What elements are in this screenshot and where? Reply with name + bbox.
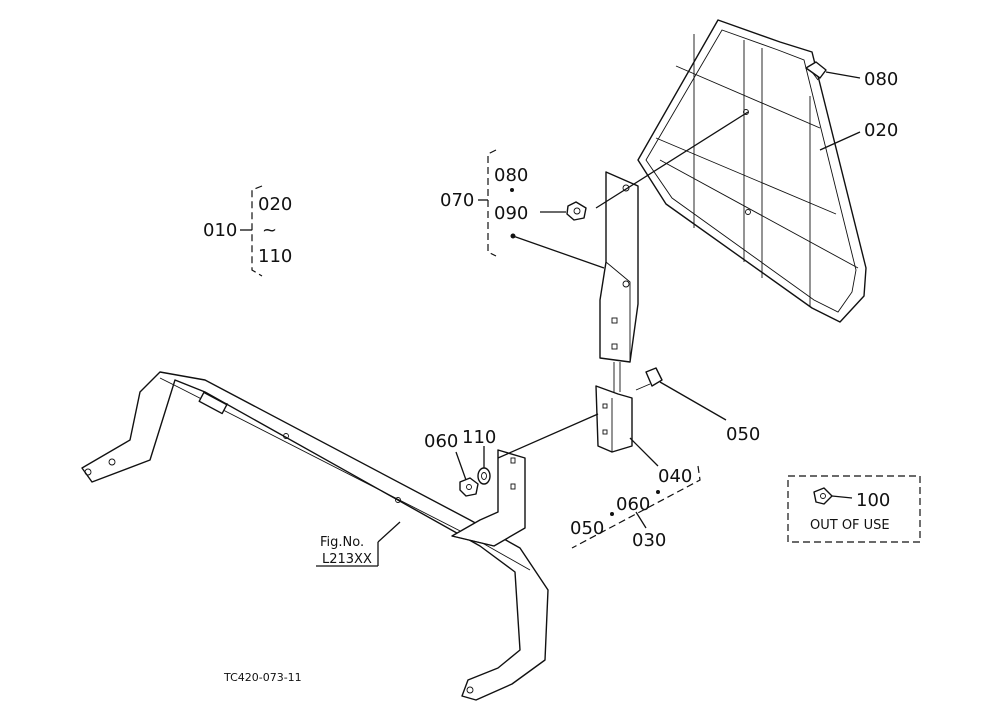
label-110: 110 [462,427,496,448]
label-080: 080 [864,69,898,90]
label-090: 090 [494,203,528,224]
clamp-bracket-040 [595,385,633,453]
label-010: 010 [203,220,237,241]
washer-110-icon [477,467,491,485]
label-060-set: 060 [616,494,650,515]
label-070: 070 [440,190,474,211]
label-050-set: 050 [570,518,604,539]
wire-guard-020 [637,19,867,323]
label-100: 100 [856,490,890,511]
label-020-range: 020 [258,194,292,215]
bolt-080-icon [805,61,827,81]
out-of-use-box [787,475,921,543]
label-060: 060 [424,431,458,452]
l-bracket [451,449,526,547]
label-tilde: ~ [262,220,277,241]
label-030: 030 [632,530,666,551]
frame-bar [81,371,549,701]
label-040: 040 [658,466,692,487]
bolt-050-icon [635,367,663,391]
nut-090-icon [566,201,587,221]
leader-lines [316,71,861,567]
label-drawing-code: TC420-073-11 [223,671,302,684]
label-020: 020 [864,120,898,141]
label-080-group: 080 [494,165,528,186]
label-fig-ref: L213XX [322,552,372,567]
label-out-of-use: OUT OF USE [810,518,890,533]
label-110-range: 110 [258,246,292,267]
bracket-070-group [478,149,516,257]
label-050: 050 [726,424,760,445]
strap-bracket [599,171,639,363]
bolt-100-icon [813,487,833,505]
label-fig-no: Fig.No. [320,535,364,550]
bracket-030-group [571,465,701,549]
nut-060-icon [459,477,479,497]
bracket-010-group [240,185,263,277]
